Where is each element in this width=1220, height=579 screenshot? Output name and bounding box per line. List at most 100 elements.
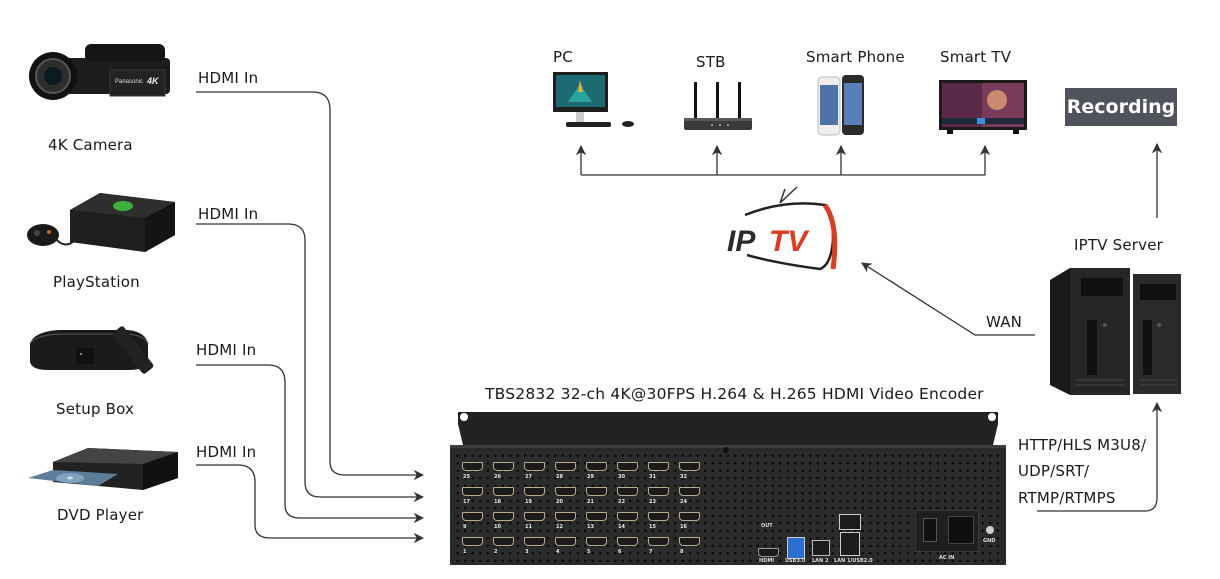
hdmi-input-port[interactable]: [462, 487, 483, 496]
hdmi-port-number: 26: [494, 474, 501, 480]
hdmi-in-label-camera: HDMI In: [198, 69, 259, 87]
hdmi-port-number: 18: [494, 499, 501, 505]
lan1-port[interactable]: [839, 514, 861, 530]
hdmi-input-port[interactable]: [555, 487, 576, 496]
hdmi-input-port[interactable]: [586, 462, 607, 471]
client-label-smart-phone: Smart Phone: [806, 48, 905, 66]
iptv-server: [1045, 260, 1185, 400]
protocol-line-2: UDP/SRT/: [1018, 462, 1090, 480]
protocol-line-3: RTMP/RTMPS: [1018, 489, 1116, 507]
hdmi-port-number: 20: [556, 499, 563, 505]
protocol-line: [1037, 401, 1163, 512]
hdmi-out-port[interactable]: [758, 548, 779, 557]
hdmi-input-port[interactable]: [555, 512, 576, 521]
hdmi-port-number: 1: [463, 549, 467, 555]
power-switch[interactable]: [923, 518, 937, 542]
hdmi-input-port[interactable]: [679, 462, 700, 471]
wan-line: [861, 262, 1035, 336]
hdmi-input-port[interactable]: [679, 487, 700, 496]
hdmi-input-port[interactable]: [555, 462, 576, 471]
hdmi-input-port[interactable]: [586, 487, 607, 496]
hdmi-input-port[interactable]: [524, 487, 545, 496]
client-label-pc: PC: [553, 48, 573, 66]
hdmi-port-number: 13: [587, 524, 594, 530]
hdmi-port-number: 14: [618, 524, 625, 530]
hdmi-port-number: 8: [680, 549, 684, 555]
hdmi-port-number: 12: [556, 524, 563, 530]
source-playstation: [25, 190, 180, 260]
hdmi-in-label-dvd-player: HDMI In: [196, 443, 257, 461]
hdmi-input-port[interactable]: [679, 537, 700, 546]
game-console-icon: [27, 193, 175, 252]
camcorder-icon: Panasonic 4K: [29, 44, 170, 100]
client-stb: [682, 80, 754, 135]
hdmi-input-port[interactable]: [617, 537, 638, 546]
hdmi-input-port[interactable]: [679, 512, 700, 521]
hdmi-port-number: 29: [587, 474, 594, 480]
hdmi-input-port[interactable]: [617, 512, 638, 521]
hdmi-port-number: 23: [649, 499, 656, 505]
hdmi-port-number: 10: [494, 524, 501, 530]
hdmi-input-port[interactable]: [648, 537, 669, 546]
smart-tv-icon: [939, 80, 1027, 134]
svg-text:4K: 4K: [146, 76, 160, 86]
hdmi-line-dvd: [196, 464, 425, 544]
out-label: OUT: [761, 523, 773, 529]
set-top-box-icon: [29, 326, 154, 374]
hdmi-port-number: 3: [525, 549, 529, 555]
usb3-ports[interactable]: [787, 537, 805, 559]
hdmi-in-label-playstation: HDMI In: [198, 205, 259, 223]
hdmi-port-number: 32: [680, 474, 687, 480]
protocol-line-1: HTTP/HLS M3U8/: [1018, 436, 1147, 454]
wan-label: WAN: [986, 313, 1023, 331]
hdmi-input-port[interactable]: [586, 512, 607, 521]
hdmi-port-number: 30: [618, 474, 625, 480]
source-4k-camera: Panasonic 4K: [25, 38, 180, 118]
hdmi-input-port[interactable]: [524, 462, 545, 471]
hdmi-input-port[interactable]: [555, 537, 576, 546]
hdmi-input-port[interactable]: [462, 537, 483, 546]
dvd-player-icon: [28, 448, 178, 490]
hdmi-port-number: 7: [649, 549, 653, 555]
hdmi-in-label-setup-box: HDMI In: [196, 341, 257, 359]
svg-text:Panasonic: Panasonic: [115, 79, 143, 85]
router-icon: [684, 82, 752, 130]
hdmi-input-port[interactable]: [648, 512, 669, 521]
hdmi-input-port[interactable]: [524, 512, 545, 521]
hdmi-port-number: 24: [680, 499, 687, 505]
smartphone-icon: [817, 75, 864, 136]
hdmi-input-port[interactable]: [493, 462, 514, 471]
source-label-dvd-player: DVD Player: [57, 506, 144, 524]
hdmi-port-number: 4: [556, 549, 560, 555]
hdmi-input-port[interactable]: [493, 512, 514, 521]
tower-server-icon: [1050, 268, 1181, 395]
hdmi-input-port[interactable]: [462, 512, 483, 521]
usb2-ports[interactable]: [840, 532, 860, 556]
hdmi-port-number: 31: [649, 474, 656, 480]
hdmi-input-port[interactable]: [648, 487, 669, 496]
hdmi-port-number: 21: [587, 499, 594, 505]
lan2-port[interactable]: [812, 540, 830, 556]
iptv-logo: IP TV: [725, 185, 845, 275]
recording-badge: Recording: [1065, 88, 1177, 126]
hdmi-input-port[interactable]: [648, 462, 669, 471]
source-dvd-player: [28, 442, 183, 497]
hdmi-input-port[interactable]: [493, 487, 514, 496]
hdmi-input-port[interactable]: [524, 537, 545, 546]
encoder-title: TBS2832 32-ch 4K@30FPS H.264 & H.265 HDM…: [485, 385, 984, 403]
hdmi-input-port[interactable]: [493, 537, 514, 546]
hdmi-input-port[interactable]: [617, 487, 638, 496]
hdmi-line-camera: [196, 91, 425, 481]
hdmi-port-number: 16: [680, 524, 687, 530]
client-smart-tv: [937, 78, 1029, 136]
ac-power-socket: [948, 516, 974, 544]
hdmi-port-number: 25: [463, 474, 470, 480]
ground-screw-icon: [986, 526, 994, 534]
hdmi-input-port[interactable]: [617, 462, 638, 471]
hdmi-input-port[interactable]: [586, 537, 607, 546]
client-smart-phone: [816, 73, 868, 137]
hdmi-input-port[interactable]: [462, 462, 483, 471]
hdmi-port-number: 17: [463, 499, 470, 505]
